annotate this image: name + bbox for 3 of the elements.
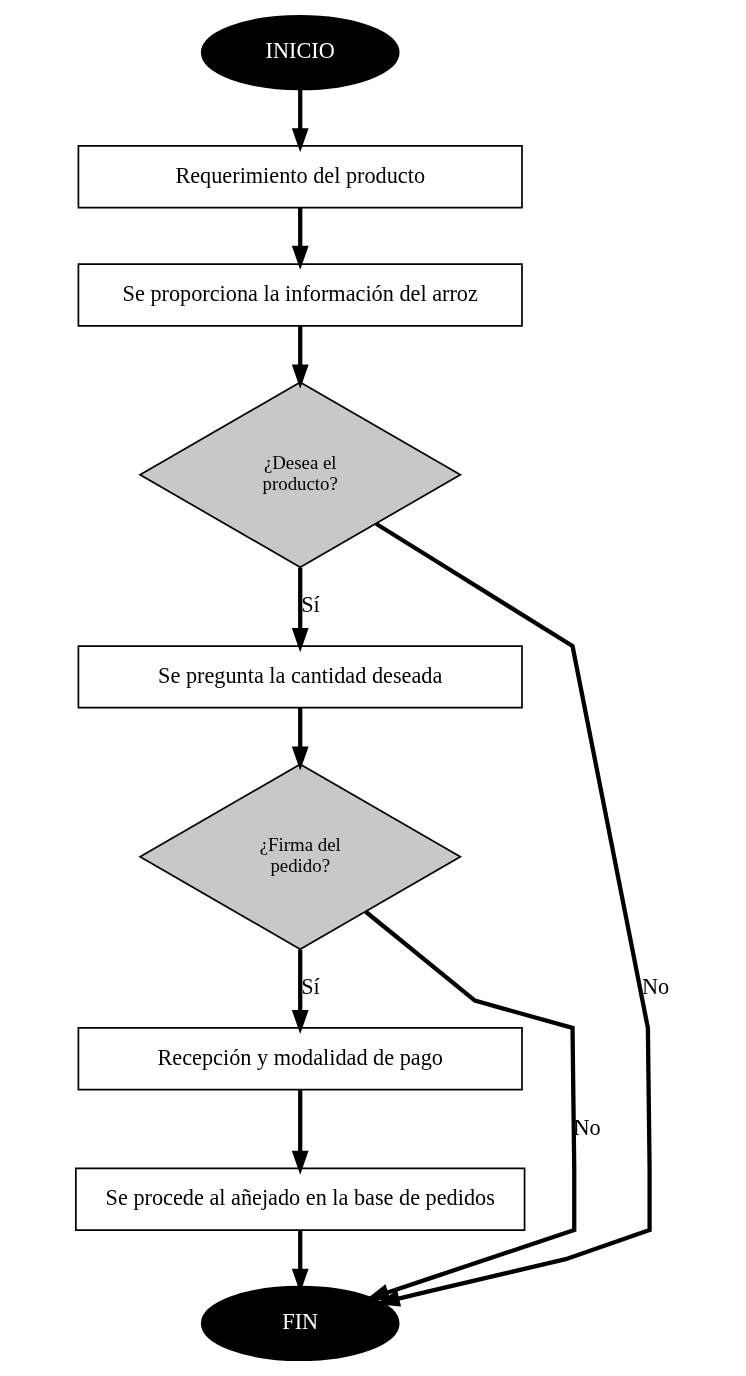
- edge-label: No: [641, 974, 670, 1000]
- edge-label: Sí: [301, 592, 320, 618]
- edge-label: Sí: [301, 974, 320, 1000]
